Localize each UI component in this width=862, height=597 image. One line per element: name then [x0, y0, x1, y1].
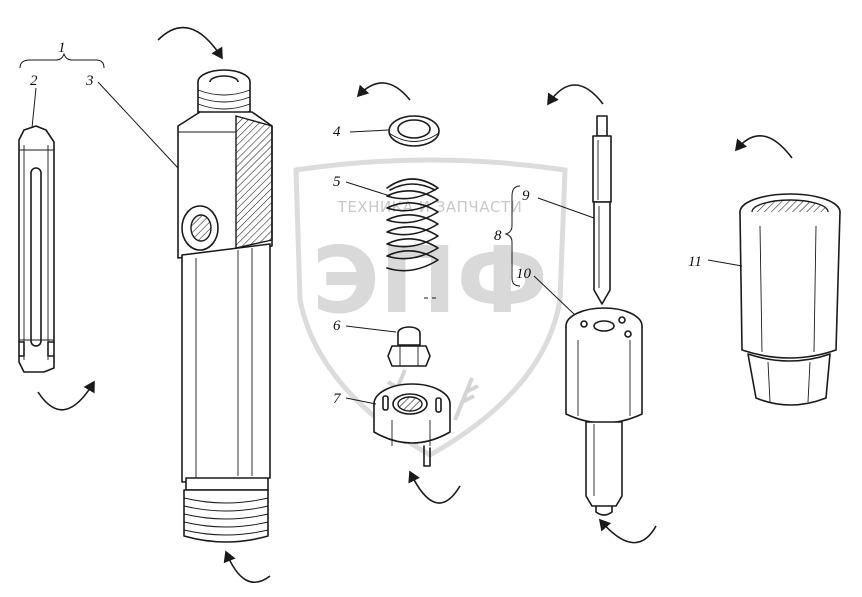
- part-6-valve: [387, 326, 431, 367]
- rotation-arrow-icon: [598, 518, 657, 544]
- label-4: 4: [333, 124, 341, 140]
- rotation-arrow-icon: [547, 84, 604, 106]
- label-2: 2: [30, 73, 38, 89]
- leader-lines: [19, 52, 743, 405]
- part-labels: 1 2 3 4 5 6 7 8 9 10 11: [30, 40, 702, 407]
- label-9: 9: [522, 188, 530, 204]
- part-4-washer: [388, 115, 440, 147]
- rotation-arrow-icon: [157, 26, 223, 60]
- label-10: 10: [516, 266, 532, 282]
- label-7: 7: [333, 391, 342, 407]
- part-9-needle: [592, 115, 612, 305]
- part-10-nozzle: [565, 307, 643, 516]
- label-1: 1: [58, 40, 66, 56]
- part-7-spacer: [373, 383, 451, 467]
- watermark-letters: ЭПФ: [312, 227, 548, 334]
- label-8: 8: [494, 228, 502, 244]
- label-6: 6: [333, 318, 341, 334]
- watermark: ТЕХНИКА И ЗАПЧАСТИ ЭПФ: [293, 157, 568, 458]
- rotation-arrow-icon: [223, 550, 271, 584]
- part-11-nut: [739, 193, 841, 406]
- rotation-arrow-icon: [408, 470, 461, 504]
- part-5-spring: [386, 178, 439, 299]
- rotation-arrow-icon: [356, 82, 411, 101]
- part-3-body: [177, 69, 273, 543]
- label-5: 5: [333, 174, 341, 190]
- label-3: 3: [85, 73, 94, 89]
- rotation-arrow-icon: [37, 380, 95, 411]
- label-11: 11: [688, 254, 702, 270]
- rotation-arrows: [37, 26, 793, 584]
- part-2-rod: [18, 125, 55, 373]
- watermark-shield: [293, 157, 568, 458]
- rotation-arrow-icon: [734, 134, 793, 159]
